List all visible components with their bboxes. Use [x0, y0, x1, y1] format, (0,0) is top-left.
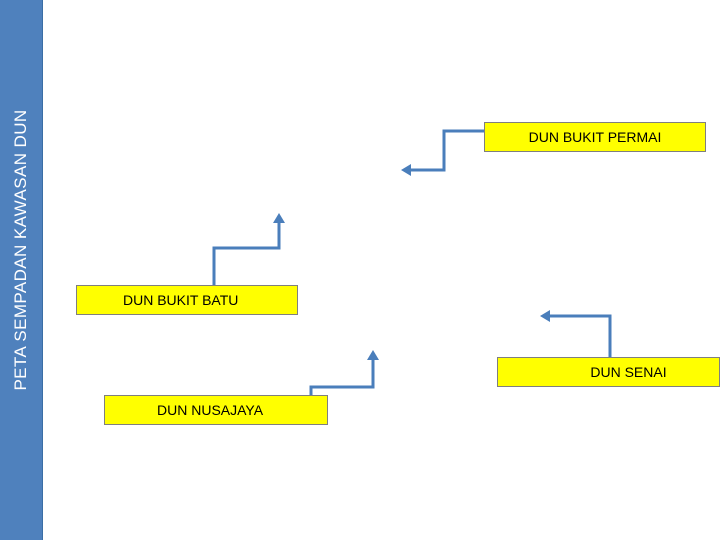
label-dun-bukit-permai-text: DUN BUKIT PERMAI: [528, 129, 662, 145]
label-dun-bukit-batu-text: DUN BUKIT BATU: [123, 292, 239, 308]
arrowhead-nusajaya: [367, 350, 379, 360]
arrowhead-senai: [540, 310, 550, 322]
arrowhead-bukit-permai: [401, 164, 411, 176]
label-dun-bukit-permai: DUN BUKIT PERMAI: [484, 122, 706, 152]
label-dun-nusajaya: DUN NUSAJAYA: [104, 395, 328, 425]
arrow-nusajaya: [309, 356, 375, 395]
arrowhead-bukit-batu: [273, 213, 285, 223]
label-dun-senai-text: DUN SENAI: [590, 364, 667, 380]
label-dun-bukit-batu: DUN BUKIT BATU: [76, 285, 298, 315]
label-dun-nusajaya-text: DUN NUSAJAYA: [157, 402, 264, 418]
side-band: PETA SEMPADAN KAWASAN DUN: [0, 0, 43, 540]
label-dun-senai: DUN SENAI: [497, 357, 720, 387]
arrow-bukit-permai: [404, 129, 484, 172]
arrow-bukit-batu: [212, 218, 281, 285]
arrow-senai: [546, 314, 612, 357]
